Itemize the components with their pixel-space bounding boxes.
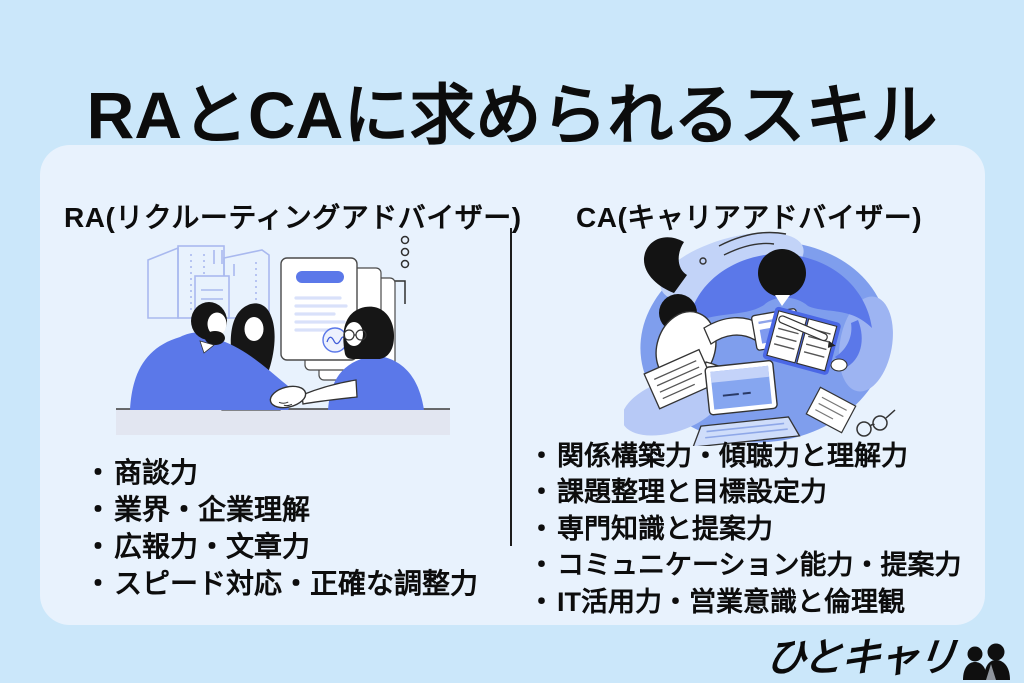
skill-label: 広報力・文章力 [114, 530, 311, 562]
skill-label: コミュニケーション能力・提案力 [557, 550, 962, 581]
skill-label: IT活用力・営業意識と倫理観 [557, 586, 905, 617]
skill-label: 商談力 [114, 456, 199, 488]
skill-label: 専門知識と提案力 [557, 513, 773, 544]
handshake-meeting-illustration [116, 220, 450, 435]
brand-logo: ひとキャリ [764, 636, 1012, 681]
bullet-marker: ・ [84, 456, 113, 488]
column-divider [510, 228, 512, 546]
skill-label: 関係構築力・傾聴力と理解力 [557, 440, 908, 471]
bullet-marker: ・ [528, 477, 555, 508]
list-item: ・専門知識と提案力 [528, 508, 961, 545]
skill-label: スピード対応・正確な調整力 [114, 567, 479, 599]
bullet-marker: ・ [84, 567, 113, 599]
skill-label: 業界・企業理解 [114, 493, 311, 525]
bullet-marker: ・ [528, 440, 555, 471]
bullet-marker: ・ [528, 550, 555, 581]
list-item: ・コミュニケーション能力・提案力 [528, 545, 961, 582]
list-item: ・課題整理と目標設定力 [528, 472, 961, 509]
ra-skill-list: ・商談力 ・業界・企業理解 ・広報力・文章力 ・スピード対応・正確な調整力 [84, 452, 478, 600]
list-item: ・業界・企業理解 [84, 489, 478, 526]
handshake-illustration-svg [116, 235, 450, 435]
bullet-marker: ・ [84, 493, 113, 525]
ra-column-heading: RA(リクルーティングアドバイザー) [64, 202, 522, 234]
ca-column-heading: CA(キャリアアドバイザー) [576, 202, 923, 234]
list-item: ・IT活用力・営業意識と倫理観 [528, 581, 961, 618]
list-item: ・広報力・文章力 [84, 526, 478, 563]
bullet-marker: ・ [84, 530, 113, 562]
list-item: ・関係構築力・傾聴力と理解力 [528, 435, 961, 472]
list-item: ・スピード対応・正確な調整力 [84, 563, 478, 600]
desk-collaboration-svg [624, 231, 896, 446]
bullet-marker: ・ [528, 586, 555, 617]
desk-collaboration-illustration [624, 224, 896, 446]
two-people-icon [960, 643, 1012, 681]
page-title: RAとCAに求められるスキル [86, 78, 938, 153]
skill-label: 課題整理と目標設定力 [557, 477, 827, 508]
brand-logo-text: ひとキャリ [764, 636, 958, 680]
list-item: ・商談力 [84, 452, 478, 489]
ca-skill-list: ・関係構築力・傾聴力と理解力 ・課題整理と目標設定力 ・専門知識と提案力 ・コミ… [528, 435, 961, 618]
bullet-marker: ・ [528, 513, 555, 544]
